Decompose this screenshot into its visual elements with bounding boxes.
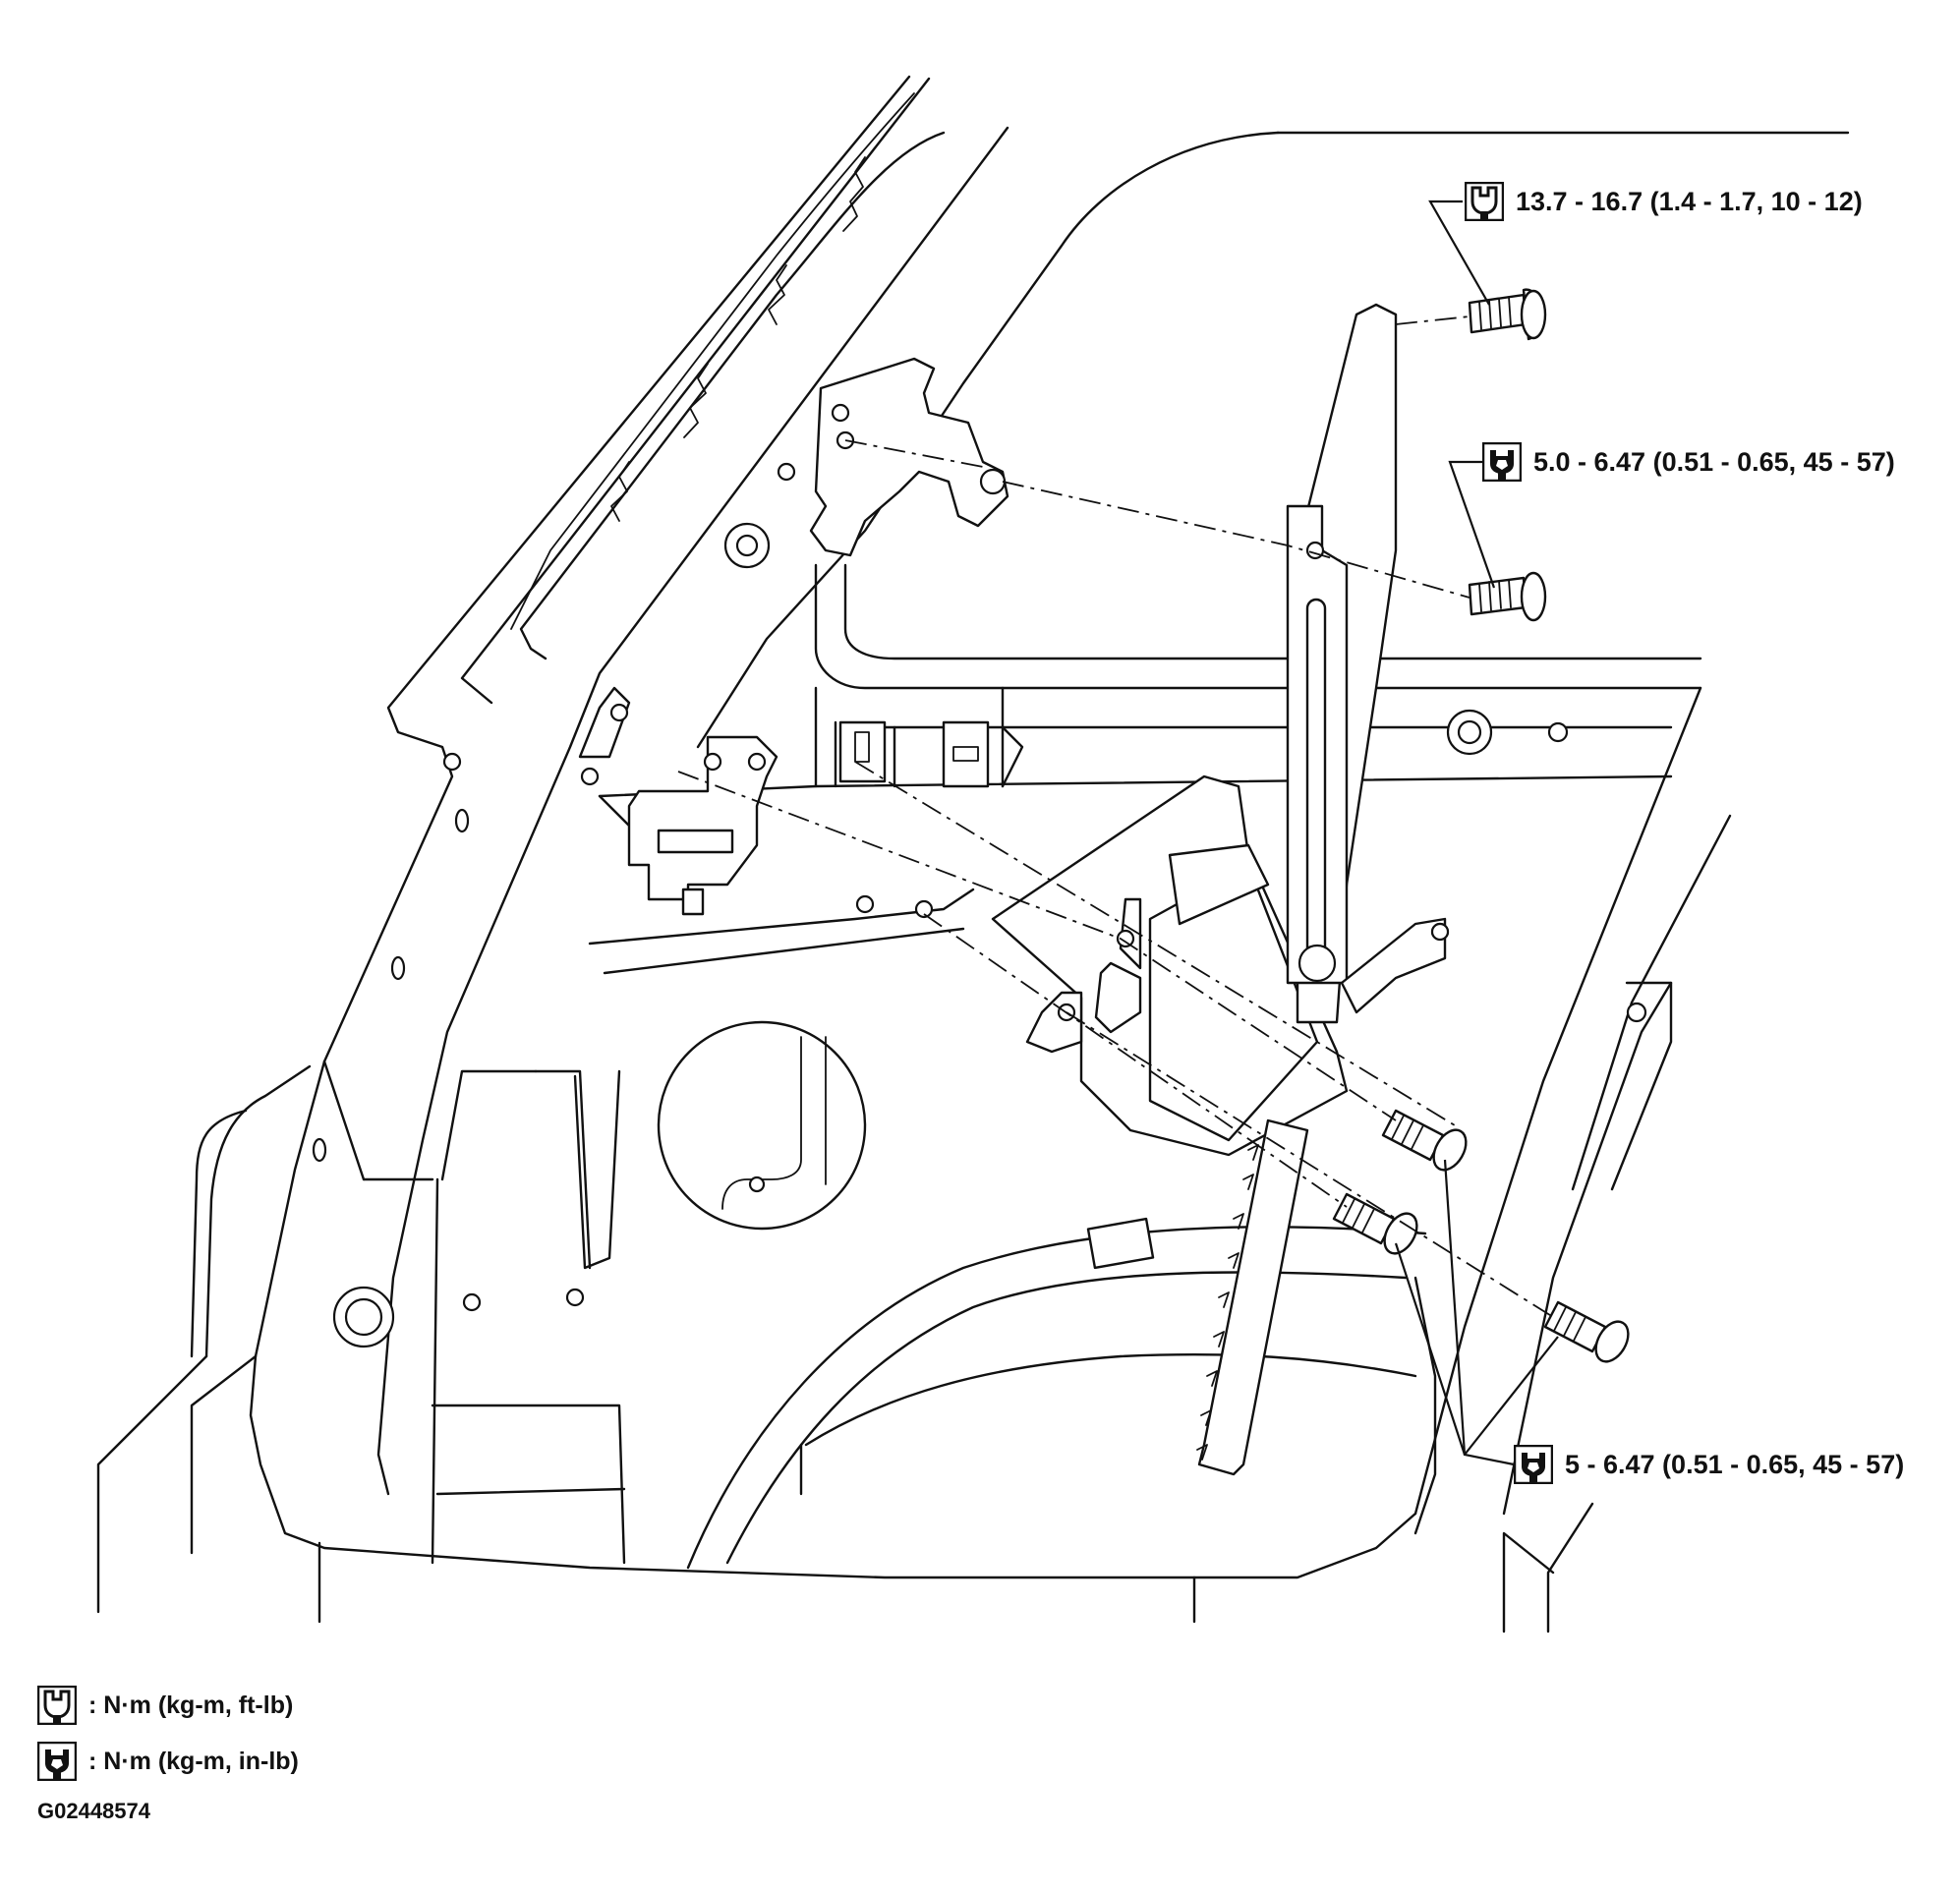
legend-inlb: : N·m (kg-m, in-lb)	[37, 1742, 299, 1781]
filled-wrench-icon	[37, 1742, 77, 1781]
bolt-lower-1	[1381, 1109, 1468, 1172]
alignment-lines	[677, 315, 1554, 1318]
legend-ftlb: : N·m (kg-m, ft-lb)	[37, 1686, 293, 1725]
guide-rail	[1286, 303, 1450, 1024]
door-frame	[249, 75, 1850, 1579]
upper-bracket	[809, 357, 1009, 557]
bolt-lower-2	[1332, 1192, 1418, 1255]
torque-lower-text: 5 - 6.47 (0.51 - 0.65, 45 - 57)	[1565, 1449, 1905, 1479]
panel-holes	[312, 462, 1647, 1348]
regulator-assembly	[991, 774, 1349, 1476]
bolt-lower-3	[1543, 1300, 1630, 1363]
callout-lower-bolts: 5 - 6.47 (0.51 - 0.65, 45 - 57)	[1514, 1445, 1904, 1484]
bolt-middle	[1468, 571, 1547, 622]
filled-wrench-icon	[1482, 442, 1522, 482]
bolt-upper	[1468, 288, 1547, 341]
legend-inlb-text: : N·m (kg-m, in-lb)	[88, 1747, 299, 1775]
torque-upper-text: 13.7 - 16.7 (1.4 - 1.7, 10 - 12)	[1516, 186, 1863, 216]
open-wrench-icon	[1465, 182, 1504, 221]
callout-upper-bolt: 13.7 - 16.7 (1.4 - 1.7, 10 - 12)	[1465, 182, 1863, 221]
figure-id: G02448574	[37, 1799, 150, 1823]
door-inner-panel	[96, 686, 1732, 1634]
speaker-opening	[657, 1020, 867, 1231]
leader-lines	[1394, 200, 1559, 1466]
filled-wrench-icon	[1514, 1445, 1553, 1484]
legend-ftlb-text: : N·m (kg-m, ft-lb)	[88, 1691, 294, 1719]
callout-mid-bolt: 5.0 - 6.47 (0.51 - 0.65, 45 - 57)	[1482, 442, 1895, 482]
open-wrench-icon	[37, 1686, 77, 1725]
brackets	[578, 686, 990, 916]
torque-mid-text: 5.0 - 6.47 (0.51 - 0.65, 45 - 57)	[1533, 446, 1895, 477]
bolts	[1332, 288, 1630, 1363]
